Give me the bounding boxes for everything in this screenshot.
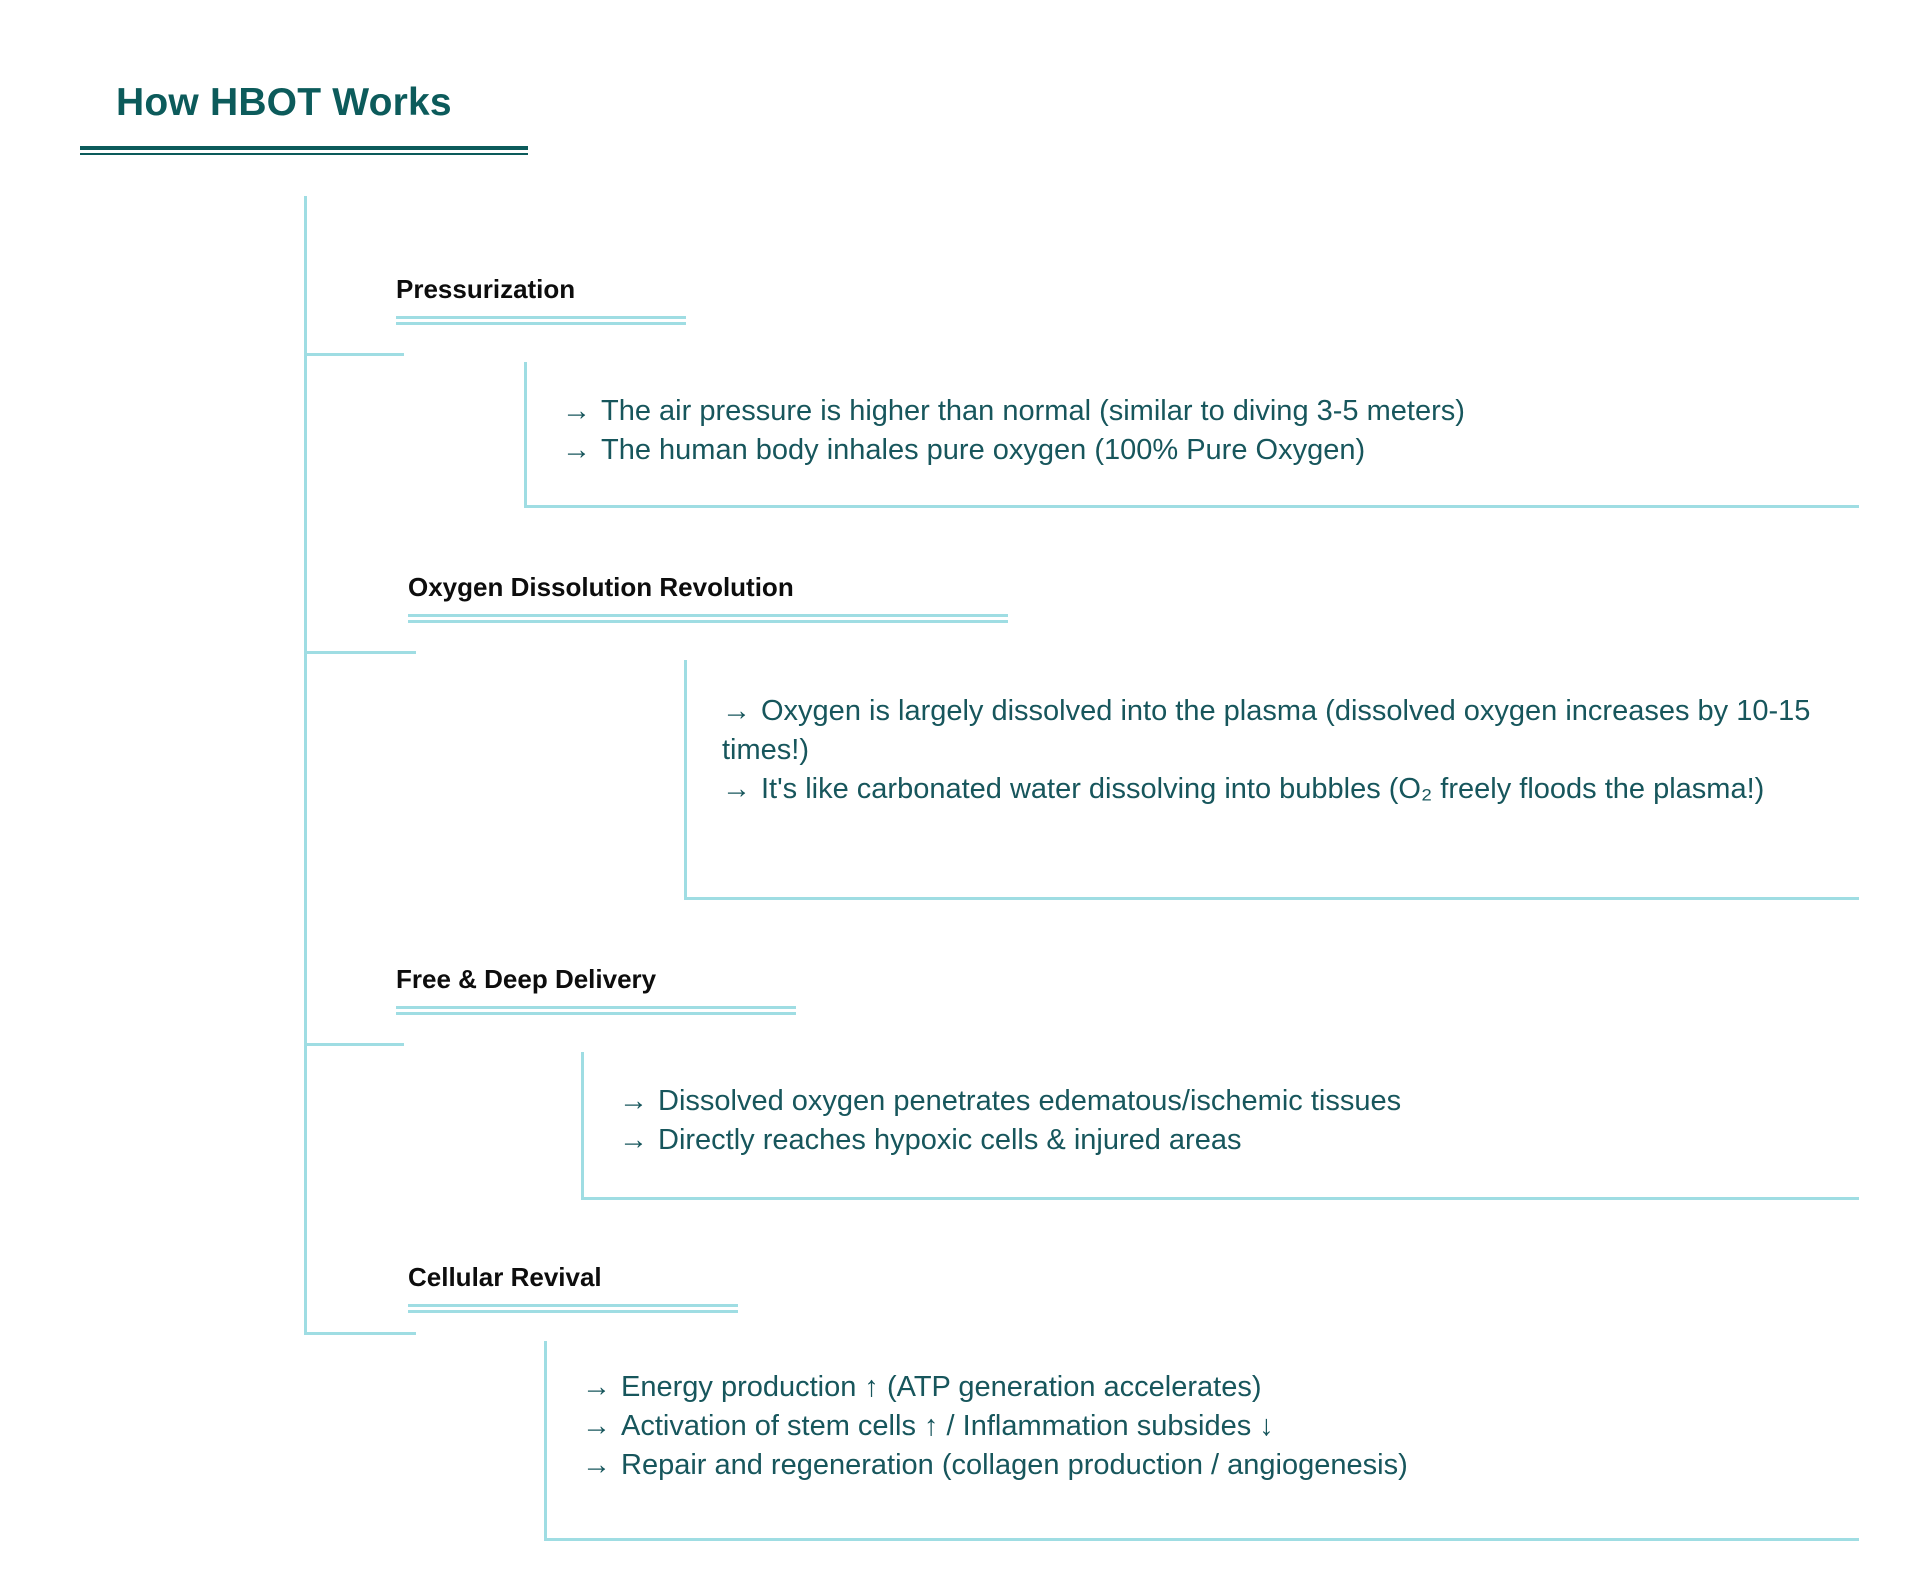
bullet-item: → The human body inhales pure oxygen (100… bbox=[562, 431, 1842, 470]
section-body-oxygen-dissolution-revolution: →Oxygen is largely dissolved into the pl… bbox=[684, 660, 1859, 900]
section-underline-thin bbox=[408, 1309, 738, 1313]
page-title: How HBOT Works bbox=[116, 81, 452, 124]
bullet-text: Dissolved oxygen penetrates edematous/is… bbox=[658, 1085, 1402, 1117]
body-left-rule bbox=[684, 660, 687, 900]
bullet-text: Directly reaches hypoxic cells & injured… bbox=[658, 1124, 1242, 1157]
bullet-text: The air pressure is higher than normal (… bbox=[601, 395, 1465, 427]
section-heading-label: Free & Deep Delivery bbox=[396, 964, 657, 994]
bullet-item: → Dissolved oxygen penetrates edematous/i… bbox=[619, 1082, 1849, 1121]
body-bottom-rule bbox=[544, 1538, 1859, 1541]
body-bottom-rule bbox=[581, 1197, 1859, 1200]
section-underline-thin bbox=[408, 619, 1008, 623]
arrow-icon: → bbox=[619, 1085, 648, 1117]
section-heading-label: Oxygen Dissolution Revolution bbox=[408, 572, 794, 602]
bullet-item: → Directly reaches hypoxic cells & injure… bbox=[619, 1121, 1849, 1160]
arrow-icon: → bbox=[562, 395, 591, 427]
bullet-item: →Oxygen is largely dissolved into the pl… bbox=[722, 692, 1852, 770]
section-body-pressurization: → The air pressure is higher than normal … bbox=[524, 362, 1859, 508]
bullet-item: → The air pressure is higher than normal … bbox=[562, 392, 1842, 431]
main-spine-line bbox=[304, 196, 307, 1335]
bullet-text: Repair and regeneration (collagen produc… bbox=[621, 1449, 1408, 1482]
bullet-text: Oxygen is largely dissolved into the pla… bbox=[722, 695, 1811, 767]
bullet-item: → Activation of stem cells ↑ / Inflammati… bbox=[582, 1407, 1852, 1446]
bullet-item: → Repair and regeneration (collagen produ… bbox=[582, 1446, 1852, 1485]
section-underline-thick bbox=[408, 613, 1008, 617]
section-header-oxygen-dissolution-revolution: Oxygen Dissolution Revolution bbox=[408, 572, 1008, 623]
spine-connector-free-deep-delivery bbox=[304, 1043, 404, 1046]
arrow-icon: → bbox=[722, 773, 751, 806]
section-header-pressurization: Pressurization bbox=[396, 274, 686, 325]
bullet-text: The human body inhales pure oxygen (100%… bbox=[601, 434, 1366, 467]
body-bottom-rule bbox=[524, 505, 1859, 508]
body-bottom-rule bbox=[684, 897, 1859, 900]
bullet-text: Energy production ↑ (ATP generation acce… bbox=[621, 1371, 1262, 1403]
bullet-list: → The air pressure is higher than normal … bbox=[562, 392, 1842, 470]
section-header-free-deep-delivery: Free & Deep Delivery bbox=[396, 964, 796, 1015]
section-underline-thick bbox=[408, 1303, 738, 1307]
bullet-text: Activation of stem cells ↑ / Inflammatio… bbox=[621, 1410, 1274, 1443]
section-underline-thick bbox=[396, 315, 686, 319]
arrow-icon: → bbox=[722, 695, 751, 727]
section-body-free-deep-delivery: → Dissolved oxygen penetrates edematous/i… bbox=[581, 1052, 1859, 1200]
section-heading-label: Cellular Revival bbox=[408, 1262, 602, 1292]
body-left-rule bbox=[524, 362, 527, 508]
diagram-title-block: How HBOT Works bbox=[80, 81, 530, 155]
section-body-cellular-revival: → Energy production ↑ (ATP generation acc… bbox=[544, 1341, 1859, 1541]
section-underline-thin bbox=[396, 1011, 796, 1015]
bullet-list: →Oxygen is largely dissolved into the pl… bbox=[722, 692, 1852, 809]
bullet-text: It's like carbonated water dissolving in… bbox=[761, 773, 1765, 806]
spine-connector-cellular-revival bbox=[304, 1332, 416, 1335]
arrow-icon: → bbox=[582, 1371, 611, 1403]
bullet-list: → Energy production ↑ (ATP generation acc… bbox=[582, 1368, 1852, 1485]
arrow-icon: → bbox=[582, 1449, 611, 1482]
section-heading-label: Pressurization bbox=[396, 274, 576, 304]
spine-connector-pressurization bbox=[304, 353, 404, 356]
arrow-icon: → bbox=[619, 1124, 648, 1157]
section-header-cellular-revival: Cellular Revival bbox=[408, 1262, 738, 1313]
body-left-rule bbox=[544, 1341, 547, 1541]
section-underline-thick bbox=[396, 1005, 796, 1009]
bullet-list: → Dissolved oxygen penetrates edematous/i… bbox=[619, 1082, 1849, 1160]
title-underline-thin bbox=[80, 152, 528, 155]
body-left-rule bbox=[581, 1052, 584, 1200]
arrow-icon: → bbox=[582, 1410, 611, 1443]
section-underline-thin bbox=[396, 321, 686, 325]
spine-connector-oxygen-dissolution-revolution bbox=[304, 651, 416, 654]
arrow-icon: → bbox=[562, 434, 591, 467]
title-underline-thick bbox=[80, 145, 528, 150]
bullet-item: → Energy production ↑ (ATP generation acc… bbox=[582, 1368, 1852, 1407]
bullet-item: → It's like carbonated water dissolving i… bbox=[722, 770, 1852, 809]
